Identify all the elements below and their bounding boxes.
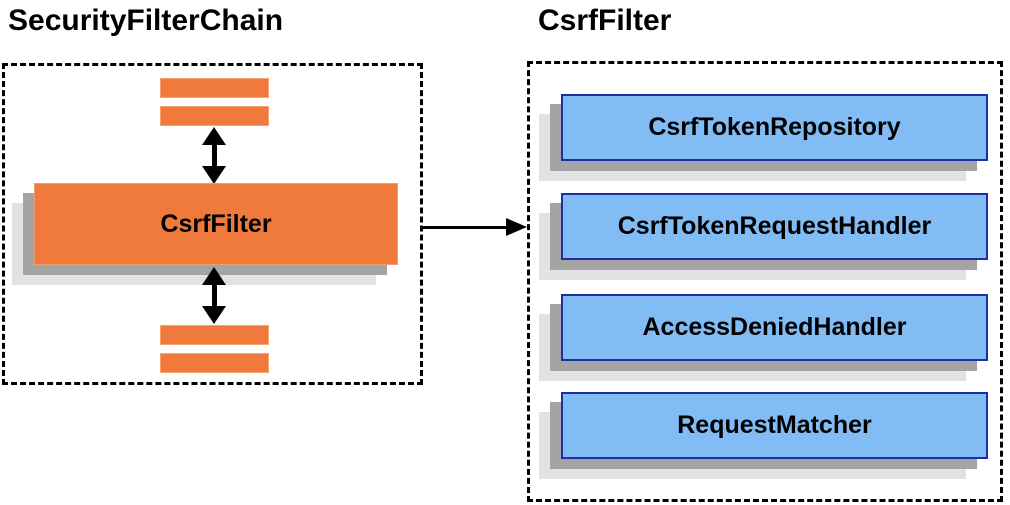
component-node-request-matcher: RequestMatcher [561,392,988,459]
csrf-filter-node-label: CsrfFilter [160,209,272,238]
csrf-filter-title: CsrfFilter [538,4,672,37]
component-node-label: AccessDeniedHandler [642,313,907,341]
filter-chain-bar [160,353,269,373]
right-arrow-shaft [423,226,508,229]
filter-chain-bar [160,106,269,126]
down-arrowhead-icon [202,306,226,324]
component-node-label: CsrfTokenRepository [648,113,901,141]
up-arrowhead-icon [202,127,226,145]
filter-chain-bar [160,78,269,98]
component-node-label: CsrfTokenRequestHandler [617,212,932,240]
arrow-shaft [211,281,217,310]
component-node-label: RequestMatcher [677,411,872,439]
arrow-shaft [211,141,217,170]
down-arrowhead-icon [202,166,226,184]
security-filter-chain-container [2,63,423,385]
double-headed-arrow-icon [202,127,226,184]
csrf-filter-container [527,61,1003,502]
security-filter-chain-title: SecurityFilterChain [8,4,284,37]
component-node-csrf-token-repository: CsrfTokenRepository [561,94,988,161]
component-node-access-denied-handler: AccessDeniedHandler [561,294,988,361]
right-arrowhead-icon [506,218,527,236]
up-arrowhead-icon [202,267,226,285]
filter-chain-bar [160,325,269,345]
csrf-filter-node: CsrfFilter [34,183,398,265]
component-node-csrf-token-request-handler: CsrfTokenRequestHandler [561,193,988,260]
double-headed-arrow-icon [202,267,226,324]
